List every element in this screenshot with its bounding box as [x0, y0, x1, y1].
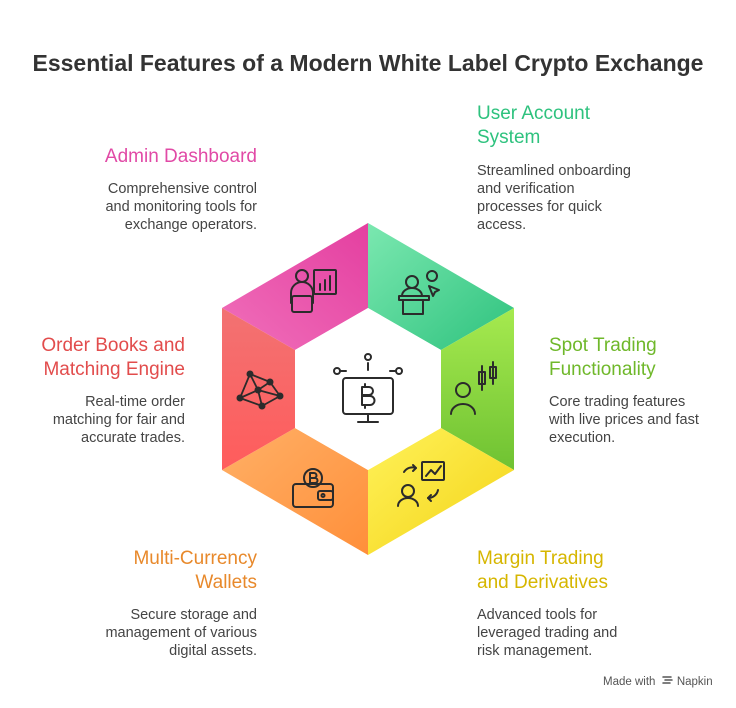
desc-line: risk management.: [477, 643, 593, 659]
order-books-description: Real-time order matching for fair and ac…: [20, 393, 185, 447]
desc-line: exchange operators.: [124, 217, 257, 233]
wallets-description: Secure storage and management of various…: [40, 606, 257, 660]
desc-line: with live prices and fast: [549, 412, 699, 428]
segment-margin-trading: [368, 428, 514, 555]
desc-line: accurate trades.: [81, 430, 185, 446]
footer-attribution[interactable]: Made with Napkin: [603, 675, 713, 688]
napkin-brand-text: Napkin: [676, 676, 713, 688]
spot-trading-description: Core trading features with live prices a…: [549, 393, 729, 447]
label-line: Matching Engine: [43, 359, 185, 380]
made-with-text: Made with: [603, 676, 656, 688]
desc-line: and verification: [477, 181, 575, 197]
desc-line: Advanced tools for: [477, 607, 598, 623]
desc-line: processes for quick: [477, 199, 602, 215]
network-nodes-icon: [236, 370, 284, 410]
admin-dashboard-label: Admin Dashboard: [104, 146, 257, 167]
desc-line: Streamlined onboarding: [477, 163, 631, 179]
label-line: Order Books and: [41, 335, 185, 356]
bitcoin-monitor-icon: [333, 353, 403, 423]
desc-line: Real-time order: [85, 394, 185, 410]
page-title: Essential Features of a Modern White Lab…: [32, 50, 704, 76]
label-line: Wallets: [195, 572, 257, 593]
label-line: Functionality: [549, 359, 656, 380]
label-line: System: [477, 127, 541, 148]
spot-trading-label: Spot Trading Functionality: [549, 334, 729, 382]
desc-line: access.: [477, 217, 527, 233]
wallets-label: Multi-Currency Wallets: [40, 547, 257, 595]
bitcoin-wallet-icon: [292, 468, 334, 508]
segment-spot-trading: [441, 308, 514, 470]
segment-wallets: [222, 428, 368, 555]
desc-line: Core trading features: [549, 394, 686, 410]
trading-chart-icon: [397, 461, 445, 507]
margin-trading-label: Margin Trading and Derivatives: [477, 547, 717, 595]
segment-admin-dashboard: [222, 223, 368, 350]
user-account-label: User Account System: [477, 102, 717, 150]
label-line: Spot Trading: [549, 335, 657, 356]
user-account-description: Streamlined onboarding and verification …: [477, 162, 717, 234]
desc-line: execution.: [549, 430, 616, 446]
segment-user-account: [368, 223, 514, 350]
admin-dashboard-description: Comprehensive control and monitoring too…: [40, 180, 257, 234]
desc-line: leveraged trading and: [477, 625, 618, 641]
order-books-label: Order Books and Matching Engine: [20, 334, 185, 382]
desc-line: digital assets.: [169, 643, 257, 659]
candlestick-trader-icon: [450, 361, 497, 415]
label-line: Multi-Currency: [133, 548, 257, 569]
label-line: User Account: [477, 103, 590, 124]
center-hexagon: [295, 308, 441, 470]
label-line: Margin Trading: [477, 548, 604, 569]
desc-line: matching for fair and: [52, 412, 185, 428]
user-account-icon: [398, 270, 440, 315]
desc-line: management of various: [105, 625, 257, 641]
label-line: and Derivatives: [477, 572, 608, 593]
napkin-logo-icon: [661, 676, 673, 684]
margin-trading-description: Advanced tools for leveraged trading and…: [477, 606, 717, 660]
desc-line: and monitoring tools for: [105, 199, 257, 215]
dashboard-presenter-icon: [290, 269, 337, 313]
desc-line: Comprehensive control: [107, 181, 257, 197]
desc-line: Secure storage and: [130, 607, 257, 623]
